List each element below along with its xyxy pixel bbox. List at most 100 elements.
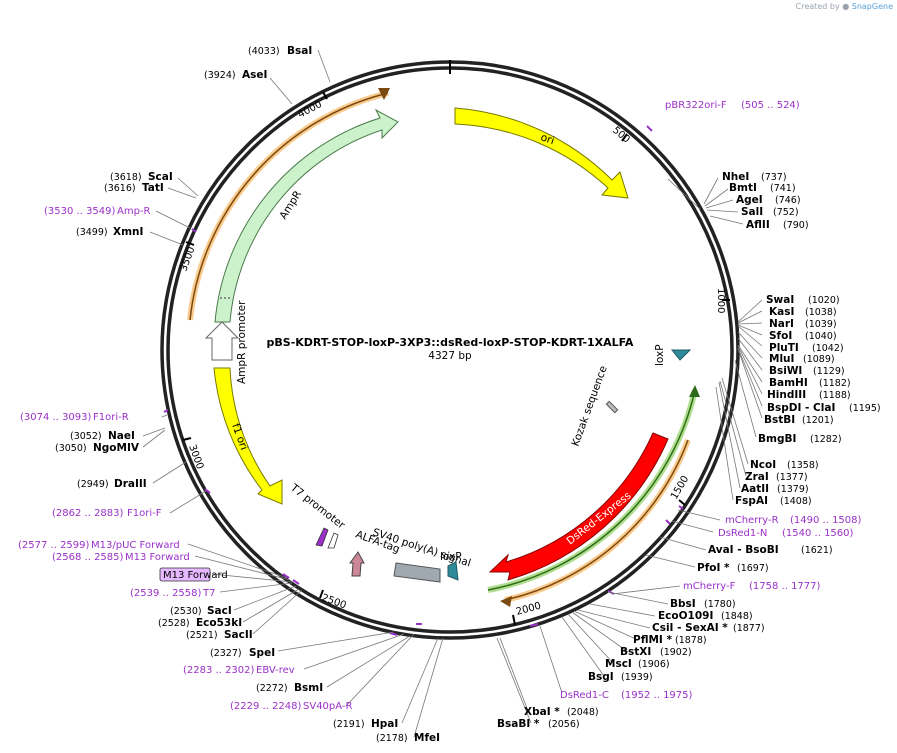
site-draiii-name: DraIII [114,478,147,490]
feature-ori [454,107,629,199]
site-sali-name: SalI [741,206,763,218]
site-m13fwd-name: M13 Forward [125,552,190,563]
site-avai-pos: (1621) [801,545,833,556]
feature-ampr [214,108,399,323]
green-arc-right-line [487,389,696,591]
site-pluti-pos: (1042) [812,343,844,354]
feature-loxp-1 [670,349,692,361]
site-pbr322-pos: (505 .. 524) [741,100,800,111]
site-xbai-name: XbaI * [524,706,560,718]
feature-t7-mark [315,527,329,547]
credit-prefix: Created by [795,2,840,11]
label-ori: ori [539,131,556,147]
site-agei-name: AgeI [736,194,763,206]
site-nhei-name: NheI [722,171,749,183]
label-loxp-1: loxP [654,344,666,366]
site-bmgbi-pos: (1282) [810,434,842,445]
site-pflmi-name: PflMI * [633,634,672,646]
site-bsgi-name: BsgI [588,671,614,683]
site-amp-r-pos: (3530 .. 3549) [44,206,116,217]
site-aflii-pos: (790) [783,220,809,231]
site-hpai-pos: (2191) [333,719,365,730]
site-m13fwd-pos: (2568 .. 2585) [52,552,124,563]
feature-sv40-polya [393,562,441,583]
site-asei-pos: (3924) [204,70,236,81]
site-spei-name: SpeI [249,647,275,659]
site-bsai-name: BsaI [287,45,312,57]
feature-ampr-promoter [204,321,240,361]
site-scai-pos: (3618) [110,172,142,183]
site-bbsi-pos: (1780) [704,599,736,610]
site-labels-right: pBR322ori-F (505 .. 524) NheI (737) BmtI… [560,100,881,701]
tick-2000: 2000 [515,601,542,618]
site-tati-name: TatI [142,182,164,194]
site-fspai-name: FspAI [735,495,768,507]
site-ngomiv-pos: (3050) [55,443,87,454]
feature-f1-ori [213,367,283,505]
site-bswi-pos: (1129) [813,366,845,377]
site-amp-r-name: Amp-R [117,206,151,217]
site-kasi-name: KasI [769,306,794,318]
site-kasi-pos: (1038) [805,307,837,318]
site-m13puc-pos: (2577 .. 2599) [18,540,90,551]
site-saci-name: SacI [207,605,232,617]
site-hpai-name: HpaI [371,718,398,730]
plasmid-name: pBS-KDRT-STOP-loxP-3XP3::dsRed-loxP-STOP… [267,336,634,349]
site-swai-pos: (1020) [808,295,840,306]
feature-kozak [605,400,619,414]
tick-500: 500 [610,125,632,146]
site-xbai-pos: (2048) [567,707,599,718]
site-avai-name: AvaI - BsoBI [708,544,779,556]
site-bsabi-pos: (2056) [548,719,580,730]
site-scai-name: ScaI [148,171,173,183]
site-xmni-name: XmnI [113,226,143,238]
site-bstxi-pos: (1902) [660,647,692,658]
site-bmti-name: BmtI [729,182,757,194]
plasmid-size: 4327 bp [428,350,472,362]
site-mcherry-f-pos: (1758 .. 1777) [749,581,821,592]
site-zrai-pos: (1377) [776,472,808,483]
site-naei-pos: (3052) [70,431,102,442]
site-f1ori-f-name: F1ori-F [127,508,162,519]
site-draiii-pos: (2949) [77,479,109,490]
site-bsabi-name: BsaBI * [497,718,540,730]
leader-lines [142,49,763,738]
credit-brand: SnapGene [851,2,893,11]
site-bamhi-name: BamHI [769,377,808,389]
site-pflmi-pos: (1878) [675,635,707,646]
label-loxp-2: loxP [440,551,462,563]
credit: Created by ● SnapGene [796,2,893,11]
site-ebv-rev-pos: (2283 .. 2302) [183,665,255,676]
site-mcherry-r-name: mCherry-R [725,515,779,526]
feature-loxp-2 [447,561,459,581]
label-t7-promoter: T7 promoter [287,481,347,532]
orange-arc-right-line [504,439,689,601]
site-pbr322-name: pBR322ori-F [665,100,727,111]
site-sacii-name: SacII [224,629,253,641]
site-saci-pos: (2530) [170,606,202,617]
site-nari-name: NarI [769,318,794,330]
site-eco0109i-pos: (1848) [721,611,753,622]
site-ncoi-pos: (1358) [787,460,819,471]
site-mfei-pos: (2178) [376,733,408,744]
site-mlui-pos: (1089) [803,354,835,365]
site-bsai-pos: (4033) [248,46,280,57]
site-dsred1-n-pos: (1540 .. 1560) [782,528,854,539]
site-tati-pos: (3616) [104,183,136,194]
m13-fwd-box [159,567,211,582]
site-zrai-name: ZraI [745,471,769,483]
site-labels-bottom: XbaI * (2048) BsaBI * (2056) [497,706,599,730]
orange-arc-left-arrow [378,88,390,100]
site-bbsi-name: BbsI [670,598,696,610]
label-ampr-promoter: AmpR promoter [236,300,248,384]
site-dsred1-c-pos: (1952 .. 1975) [621,690,693,701]
site-spei-pos: (2327) [210,648,242,659]
site-mcherry-f-name: mCherry-F [683,581,736,592]
site-pluti-name: PluTI [769,342,799,354]
site-dsred1-c-name: DsRed1-C [560,690,609,701]
site-bmti-pos: (741) [770,183,796,194]
site-aatii-pos: (1379) [777,484,809,495]
site-bmgbi-name: BmgBI [758,433,796,445]
site-agei-pos: (746) [775,195,801,206]
